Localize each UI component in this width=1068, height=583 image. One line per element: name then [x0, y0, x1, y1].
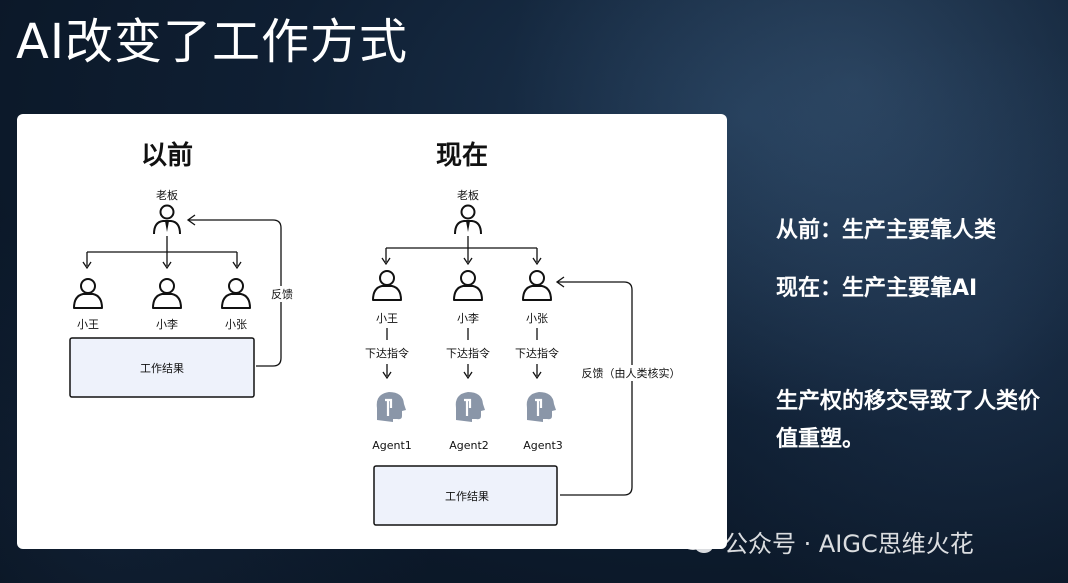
diagram-card: 以前 老板 小王 小李 小张 工作结果 反馈 现在 老板 小王 小李 小张 下达… — [17, 114, 727, 549]
before-result: 工作结果 — [140, 362, 184, 375]
before-worker-1: 小王 — [77, 318, 99, 331]
side-text-before: 从前：生产主要靠人类 — [776, 218, 997, 243]
now-heading: 现在 — [436, 141, 488, 171]
slide-title: AI改变了工作方式 — [16, 14, 408, 70]
now-result-box — [373, 465, 558, 526]
agent-icon-1 — [375, 390, 408, 424]
agent-label-2: Agent2 — [449, 439, 489, 452]
before-worker-3: 小张 — [225, 318, 247, 331]
now-worker-3: 小张 — [526, 312, 548, 325]
agent-label-3: Agent3 — [523, 439, 563, 452]
agent-icon-2 — [454, 390, 487, 424]
now-worker-icon-1 — [372, 270, 402, 301]
agent-icon-3 — [525, 390, 558, 424]
wechat-icon — [681, 529, 713, 553]
side-text-now: 现在：生产主要靠AI — [776, 276, 978, 301]
now-worker-2: 小李 — [457, 311, 479, 325]
now-boss-label: 老板 — [457, 188, 479, 202]
side-text-conclusion: 生产权的移交导致了人类价值重塑。 — [776, 389, 1041, 452]
watermark-text: 公众号 · AIGC思维火花 — [724, 530, 974, 558]
now-result: 工作结果 — [445, 490, 489, 503]
now-boss-icon — [454, 204, 482, 235]
agent-label-1: Agent1 — [372, 439, 412, 452]
before-worker-2: 小李 — [156, 317, 178, 331]
before-worker-icon-1 — [73, 278, 103, 309]
now-instruction-3: 下达指令 — [515, 346, 559, 360]
now-worker-1: 小王 — [376, 312, 398, 325]
now-worker-icon-3 — [522, 270, 552, 301]
now-worker-icon-2 — [453, 270, 483, 301]
watermark: 公众号 · AIGC思维火花 — [680, 524, 974, 559]
now-instruction-2: 下达指令 — [446, 346, 490, 360]
before-worker-icon-3 — [221, 278, 251, 309]
before-boss-icon — [153, 204, 181, 235]
before-boss-label: 老板 — [156, 188, 178, 202]
before-feedback: 反馈 — [271, 288, 293, 301]
before-result-box — [69, 337, 255, 398]
workflow-diagram: 以前 老板 小王 小李 小张 工作结果 反馈 现在 老板 小王 小李 小张 下达… — [69, 140, 682, 526]
now-feedback: 反馈（由人类核实） — [582, 366, 681, 380]
before-worker-icon-2 — [152, 278, 182, 309]
now-instruction-1: 下达指令 — [365, 346, 409, 360]
before-heading: 以前 — [141, 140, 193, 171]
